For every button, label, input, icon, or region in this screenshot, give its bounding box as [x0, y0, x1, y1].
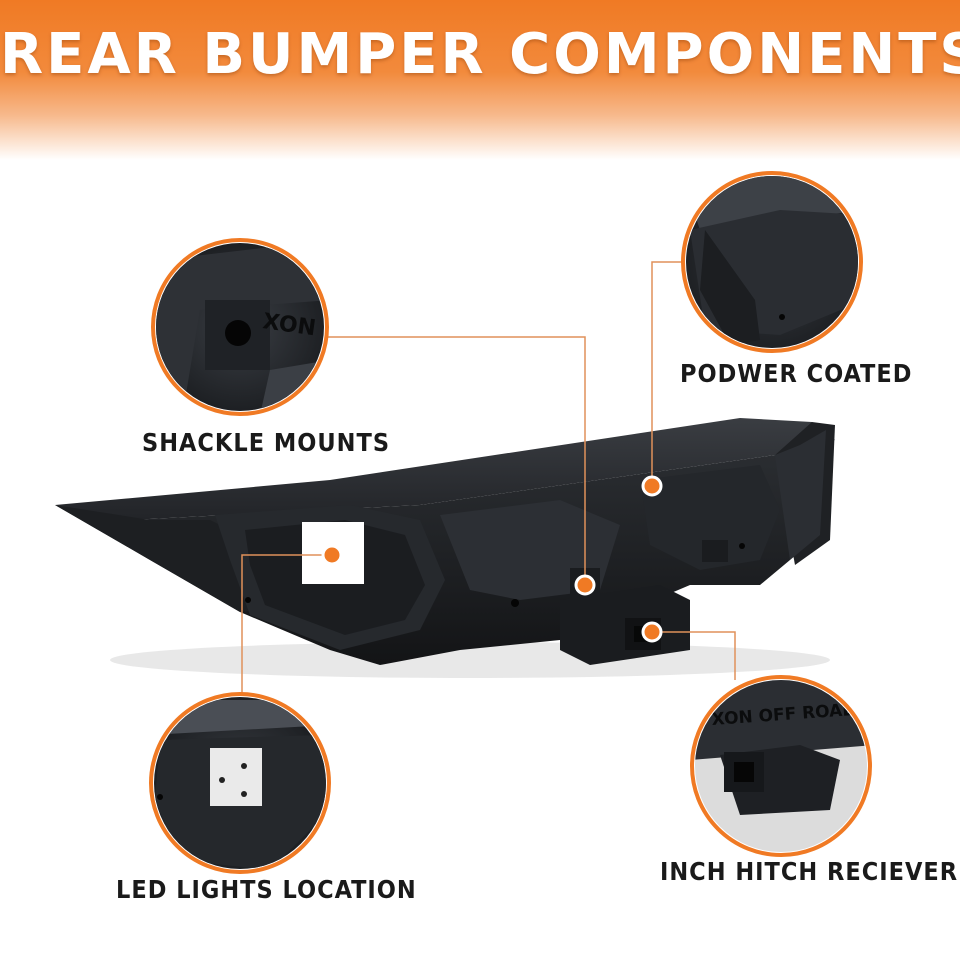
dot-led	[321, 544, 343, 566]
dot-shackle	[574, 574, 596, 596]
leader-dots	[321, 475, 663, 643]
leader-line-hitch	[652, 631, 736, 680]
header-banner	[0, 0, 960, 160]
detail-circle-coated	[681, 171, 863, 353]
hitch-receiver	[560, 585, 690, 665]
label-shackle-mounts: SHACKLE MOUNTS	[142, 428, 391, 457]
leader-lines	[241, 261, 736, 700]
detail-circle-shackle: XON	[151, 238, 329, 416]
page-title: REAR BUMPER COMPONENTS	[0, 22, 960, 87]
label-led-lights-location: LED LIGHTS LOCATION	[116, 875, 417, 904]
dot-hitch	[641, 621, 663, 643]
leader-line-shackle	[324, 336, 586, 585]
label-powder-coated: PODWER COATED	[680, 359, 913, 388]
leader-line-coated	[651, 261, 686, 486]
label-hitch-receiver: INCH HITCH RECIEVER	[660, 857, 959, 886]
leader-line-led	[241, 554, 332, 700]
dot-coated	[641, 475, 663, 497]
bumper-body	[55, 418, 835, 665]
detail-circle-hitch: XON OFF ROAD	[690, 675, 872, 857]
detail-circle-led	[149, 692, 331, 874]
